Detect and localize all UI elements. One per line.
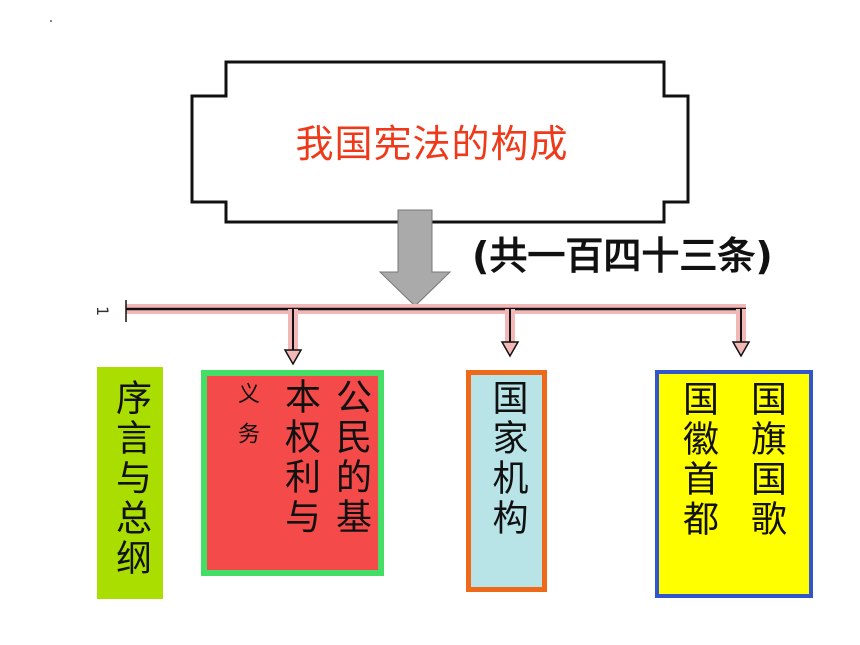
- part-label-organs: 国家机构: [486, 379, 528, 539]
- branch-arrow-organs: [500, 309, 520, 358]
- tick-label: 1: [93, 306, 112, 317]
- part-label-symbols-line2: 国徽首都: [677, 380, 718, 540]
- part-label-rights-line3: 义务: [234, 382, 259, 462]
- part-label-symbols-line1: 国旗国歌: [745, 380, 786, 540]
- branch-arrow-symbols: [731, 309, 751, 358]
- part-label-preamble: 序言与总纲: [110, 379, 151, 579]
- branch-arrow-rights: [283, 309, 303, 366]
- part-box-rights: 公民的基 本权利与 义务: [201, 370, 384, 576]
- part-box-organs: 国家机构: [466, 370, 547, 592]
- part-box-preamble: 序言与总纲: [97, 367, 163, 599]
- part-box-symbols: 国旗国歌 国徽首都: [655, 370, 813, 598]
- main-down-arrow: [378, 209, 452, 307]
- title-frame: [190, 60, 690, 224]
- diagram-title: 我国宪法的构成: [295, 121, 569, 166]
- corner-dot: [50, 20, 52, 22]
- part-label-rights-line1: 公民的基: [330, 378, 371, 538]
- part-label-rights-line2: 本权利与: [279, 378, 320, 538]
- article-count-label: (共一百四十三条): [472, 233, 773, 278]
